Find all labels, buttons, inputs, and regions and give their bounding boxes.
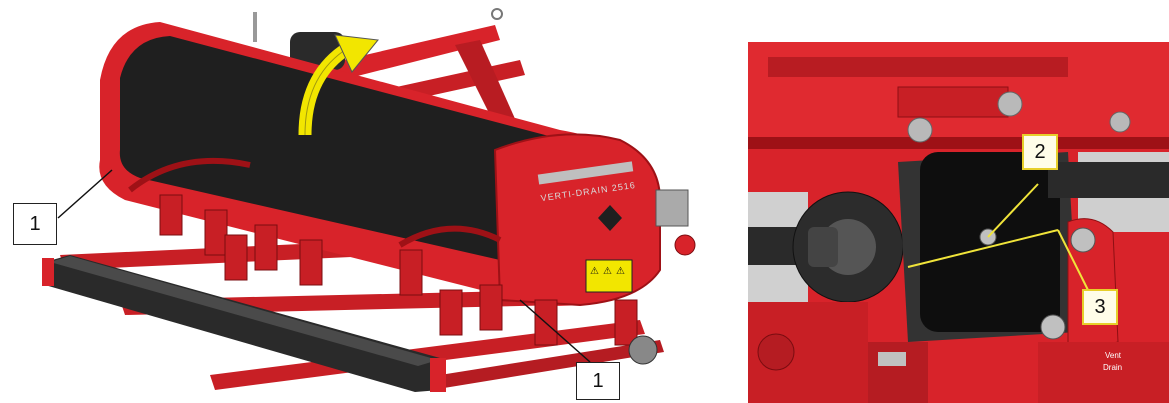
diamond-decal (598, 205, 622, 231)
hitch-brace (455, 40, 520, 135)
machine-illustration: VERTI-DRAIN 2516 ⚠ ⚠ ⚠ (42, 8, 696, 392)
rear-roller-mount (674, 234, 696, 256)
hitch-arm-upper (300, 25, 500, 88)
rotation-arrow-outline (304, 47, 349, 136)
rear-wheel (628, 335, 658, 365)
lower-mid-structure (868, 342, 928, 403)
callout-1-left: 1 (13, 203, 57, 245)
frame-bar-lower (440, 340, 664, 388)
vent-label: Vent (1105, 351, 1122, 360)
lower-left-ring (757, 333, 795, 371)
hitch-pin-icon (491, 8, 503, 20)
roller-bracket-left (42, 258, 54, 286)
leader-line-3a (907, 229, 1059, 268)
gearbox (655, 189, 689, 227)
leader-line-3b (1057, 229, 1089, 291)
bracket-bolt-icon (1070, 227, 1096, 253)
warning-decal-icon (585, 259, 633, 293)
lower-bolt (878, 352, 906, 366)
leader-line-1b (519, 299, 591, 363)
housing-side-curve-2 (398, 225, 502, 248)
warning-symbol-1: ⚠ (590, 266, 599, 277)
callout-1-right: 1 (576, 362, 620, 400)
lower-right-structure (1038, 342, 1169, 403)
detail-view-figure: Vent Drain 2 3 (748, 42, 1169, 403)
housing-black-cover (119, 36, 601, 268)
bolt-icon (907, 117, 933, 143)
right-shaft (1048, 162, 1169, 198)
machine-overview-figure: VERTI-DRAIN 2516 ⚠ ⚠ ⚠ (13, 8, 696, 400)
detail-illustration: Vent Drain (748, 42, 1169, 403)
leader-line-2 (987, 183, 1039, 238)
callout-3: 3 (1082, 289, 1118, 325)
housing-side-curve (128, 157, 251, 193)
housing-end-plate (493, 133, 661, 307)
roller-bracket-right (430, 358, 446, 392)
warning-symbol-3: ⚠ (616, 266, 625, 277)
coupling (808, 227, 838, 267)
top-frame-groove (768, 57, 1068, 77)
rotation-arrowhead-icon (334, 34, 379, 73)
leader-line-1a (57, 169, 113, 219)
bolt-icon (1040, 314, 1066, 340)
end-plate-strip (537, 161, 634, 185)
bolt-icon (997, 91, 1023, 117)
callout-2: 2 (1022, 134, 1058, 170)
warning-symbol-2: ⚠ (603, 266, 612, 277)
front-roller (45, 255, 440, 392)
rotation-arrow-icon (298, 42, 352, 136)
drain-label: Drain (1103, 363, 1122, 372)
bolt-icon (1109, 111, 1131, 133)
top-frame-block (897, 86, 1009, 118)
tine-holders (159, 194, 638, 346)
hitch-post (253, 12, 257, 42)
front-roller-highlight (50, 256, 438, 366)
frame-shadow (748, 137, 1169, 149)
